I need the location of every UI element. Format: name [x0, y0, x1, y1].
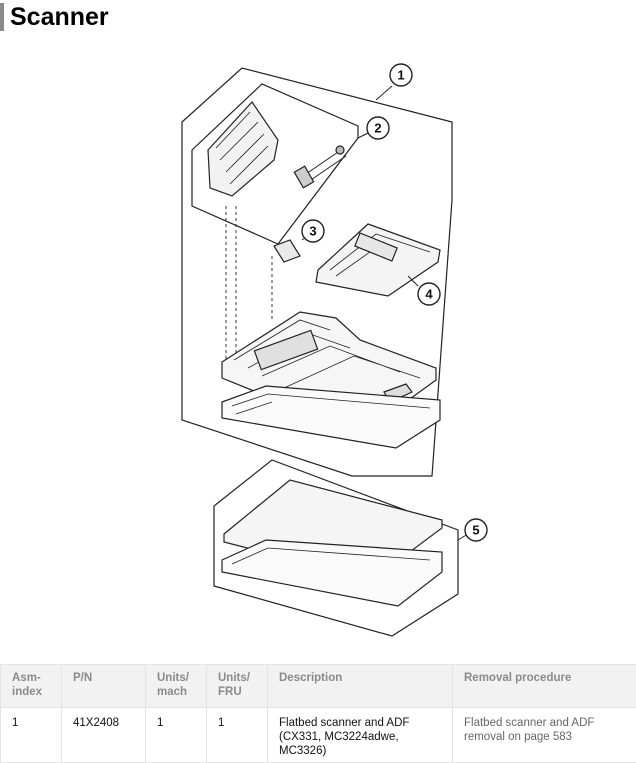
title-accent-bar — [0, 3, 4, 31]
callout-1-label: 1 — [397, 68, 404, 83]
callout-3: 3 — [302, 220, 324, 242]
header-pn: P/N — [62, 665, 146, 708]
header-asm-index: Asm- index — [1, 665, 62, 708]
callout-5: 5 — [465, 519, 487, 541]
parts-table: Asm- index P/N Units/ mach Units/ FRU De… — [0, 664, 636, 763]
cell-units-fru: 1 — [207, 708, 268, 763]
page-title-block: Scanner — [0, 0, 109, 34]
table-row: 1 41X2408 1 1 Flatbed scanner and ADF (C… — [1, 708, 636, 763]
cell-description: Flatbed scanner and ADF (CX331, MC3224ad… — [268, 708, 453, 763]
header-description: Description — [268, 665, 453, 708]
header-removal-procedure: Removal procedure — [453, 665, 636, 708]
callout-3-label: 3 — [309, 224, 316, 239]
header-units-mach: Units/ mach — [146, 665, 207, 708]
removal-procedure-link[interactable]: Flatbed scanner and ADF removal on page … — [453, 708, 636, 763]
callout-4-label: 4 — [425, 287, 433, 302]
cell-pn: 41X2408 — [62, 708, 146, 763]
callout-1: 1 — [390, 64, 412, 86]
header-units-fru: Units/ FRU — [207, 665, 268, 708]
table-header-row: Asm- index P/N Units/ mach Units/ FRU De… — [1, 665, 636, 708]
callout-2: 2 — [367, 117, 389, 139]
callout-5-label: 5 — [472, 523, 479, 538]
cell-asm-index: 1 — [1, 708, 62, 763]
callout-4: 4 — [418, 283, 440, 305]
exploded-parts-diagram: 1 2 3 4 5 — [0, 40, 636, 660]
cell-units-mach: 1 — [146, 708, 207, 763]
callout-2-label: 2 — [374, 121, 381, 136]
page-title: Scanner — [10, 3, 109, 32]
